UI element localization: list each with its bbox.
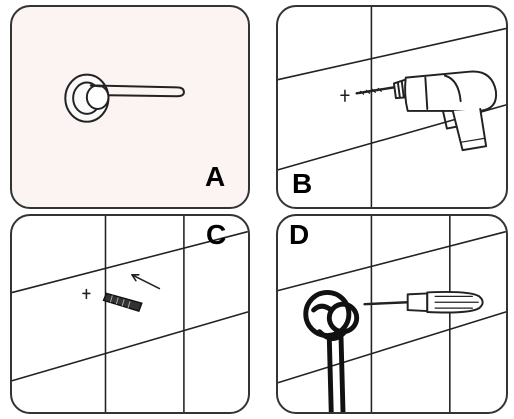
tie-back-hook-icon: [303, 289, 360, 412]
step-b-panel: [276, 5, 508, 209]
drilling-scene: [278, 7, 506, 207]
electric-drill-icon: [355, 70, 498, 152]
step-c-panel: [10, 214, 250, 414]
wall-plug-scene: [12, 216, 248, 412]
screwdriver-icon: [363, 290, 484, 314]
step-label-c: C: [206, 219, 227, 250]
step-label-a: A: [205, 161, 226, 192]
tie-back-hook-icon: [64, 73, 185, 123]
insert-arrow-icon: [131, 274, 161, 290]
step-d-panel: [276, 214, 508, 414]
screwing-scene: [278, 216, 506, 412]
step-a-panel: [10, 5, 250, 209]
step-label-d: D: [289, 219, 310, 250]
step-label-b: B: [292, 168, 313, 199]
wall-plug-icon: [102, 292, 143, 312]
